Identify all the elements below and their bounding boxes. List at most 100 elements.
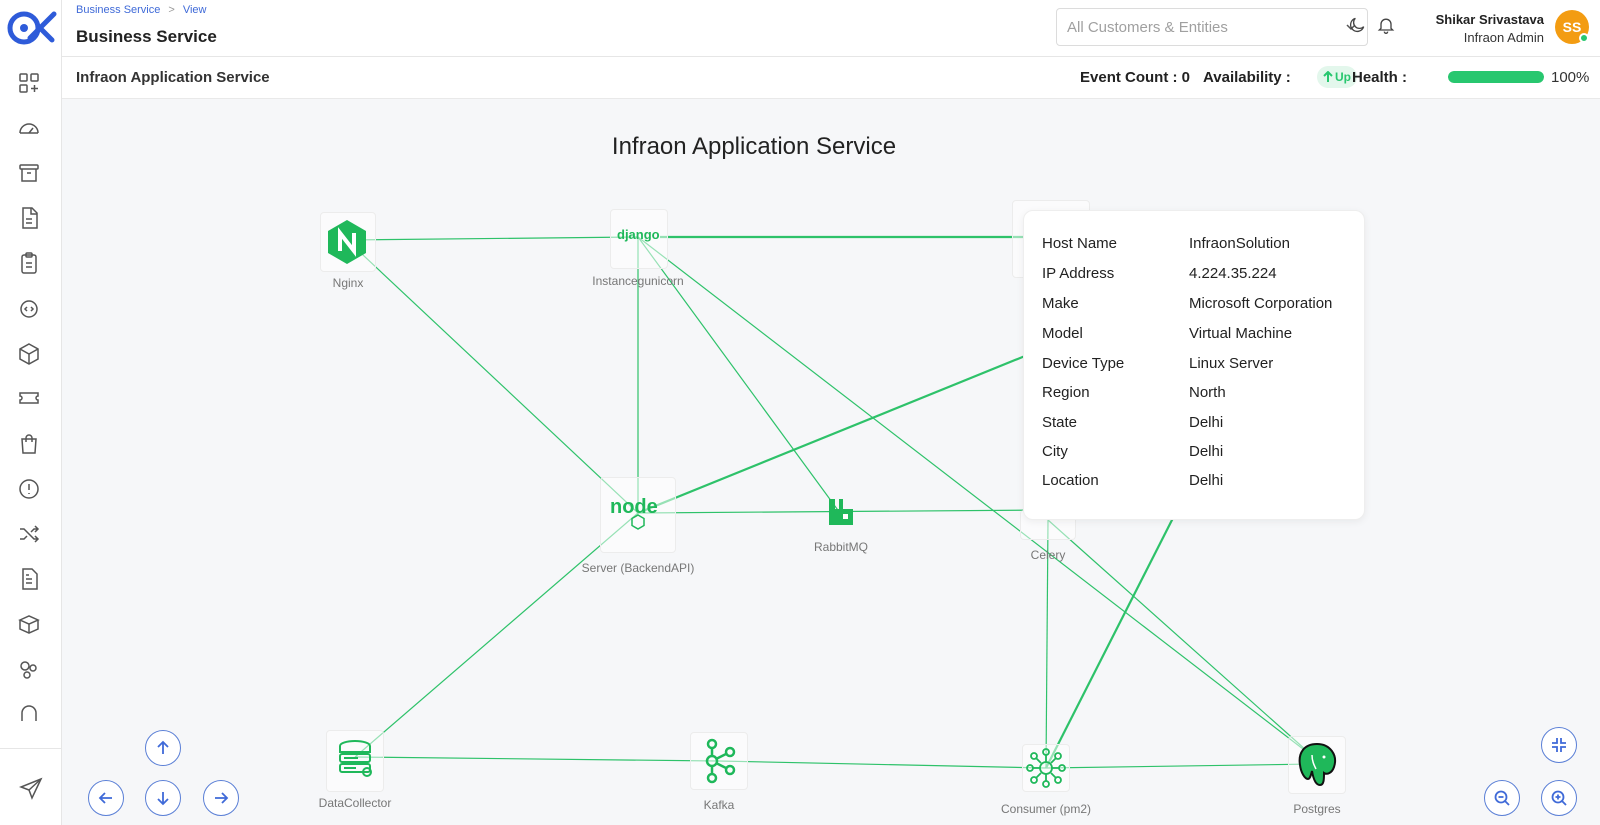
pan-up-button[interactable]	[145, 730, 181, 766]
availability-badge: Up	[1317, 66, 1357, 88]
ticket-icon[interactable]	[16, 385, 42, 411]
node-celery-label: Celery	[1030, 548, 1066, 562]
node-postgres-label: Postgres	[1293, 802, 1341, 816]
service-summary-bar: Infraon Application Service Event Count …	[62, 57, 1600, 99]
breadcrumb-current[interactable]: View	[182, 4, 207, 16]
shopping-bag-icon[interactable]	[16, 431, 42, 457]
tooltip-value-city: Delhi	[1189, 443, 1224, 460]
node-kafka-box	[690, 732, 748, 790]
cube-icon[interactable]	[16, 341, 42, 367]
clipboard-icon[interactable]	[16, 250, 42, 276]
host-details-tooltip: Host Name InfraonSolution IP Address 4.2…	[1023, 210, 1365, 520]
chevron-down-icon	[1346, 24, 1356, 31]
code-gear-icon[interactable]	[16, 296, 42, 322]
network-icon	[1026, 748, 1066, 788]
tooltip-label-device-type: Device Type	[1042, 355, 1125, 372]
integrations-icon[interactable]	[16, 657, 42, 683]
arrow-left-icon	[98, 792, 112, 804]
tooltip-value-location: Delhi	[1189, 472, 1224, 489]
pan-left-button[interactable]	[88, 780, 124, 816]
dark-mode-icon[interactable]	[1347, 15, 1369, 37]
infraon-logo[interactable]	[4, 8, 58, 48]
tooltip-label-location: Location	[1042, 472, 1099, 489]
arrow-up-icon	[1323, 71, 1333, 82]
topology-title: Infraon Application Service	[611, 133, 897, 160]
breadcrumb-separator-icon: >	[168, 4, 175, 16]
tooltip-value-make: Microsoft Corporation	[1189, 295, 1333, 312]
node-django-box	[610, 209, 668, 269]
tooltip-label-ip-address: IP Address	[1042, 265, 1115, 282]
node-consumer-label: Consumer (pm2)	[1000, 802, 1092, 816]
shuffle-icon[interactable]	[16, 521, 42, 547]
alert-icon[interactable]	[16, 476, 42, 502]
service-name: Infraon Application Service	[76, 69, 270, 86]
arch-icon[interactable]	[16, 700, 42, 726]
collapse-icon	[1552, 738, 1566, 752]
tooltip-label-city: City	[1042, 443, 1068, 460]
django-icon: django	[617, 227, 660, 242]
health-label: Health :	[1352, 69, 1408, 86]
zoom-in-button[interactable]	[1541, 780, 1577, 816]
pan-right-button[interactable]	[203, 780, 239, 816]
node-django-label: Instancegunicorn	[592, 274, 684, 288]
node-rabbitmq-label: RabbitMQ	[813, 540, 869, 554]
box-icon[interactable]	[16, 611, 42, 637]
pan-down-button[interactable]	[145, 780, 181, 816]
tooltip-label-region: Region	[1042, 384, 1090, 401]
svg-text:node: node	[610, 496, 658, 518]
tooltip-value-region: North	[1189, 384, 1226, 401]
user-name[interactable]: Shikar Srivastava	[1435, 12, 1544, 27]
top-header: Business Service > View Business Service…	[62, 0, 1600, 57]
nodejs-icon: node	[610, 496, 658, 530]
entity-select-placeholder: All Customers & Entities	[1067, 18, 1228, 36]
zoom-in-icon	[1551, 790, 1567, 806]
rabbitmq-icon	[829, 499, 853, 525]
breadcrumb: Business Service > View	[76, 4, 206, 16]
availability-label: Availability :	[1203, 69, 1291, 86]
event-count: Event Count : 0	[1080, 69, 1191, 86]
node-server-label: Server (BackendAPI)	[581, 561, 695, 575]
health-bar	[1448, 71, 1544, 83]
tooltip-label-host-name: Host Name	[1042, 235, 1118, 252]
postgres-icon	[1298, 742, 1336, 787]
arrow-right-icon	[215, 792, 229, 804]
tooltip-label-model: Model	[1042, 325, 1083, 342]
report-icon[interactable]	[16, 566, 42, 592]
tooltip-value-state: Delhi	[1189, 414, 1224, 431]
gauge-icon[interactable]	[16, 115, 42, 141]
document-icon[interactable]	[16, 205, 42, 231]
node-kafka-label: Kafka	[703, 798, 735, 812]
tooltip-label-make: Make	[1042, 295, 1079, 312]
bell-icon[interactable]	[1376, 15, 1398, 37]
topology-canvas[interactable]: Infraon Application Service	[62, 99, 1600, 825]
server-icon	[339, 740, 372, 777]
availability-status: Up	[1335, 70, 1351, 84]
arrow-up-icon	[157, 740, 169, 754]
online-status-dot	[1579, 33, 1589, 43]
archive-icon[interactable]	[16, 160, 42, 186]
sidebar-divider	[0, 748, 62, 749]
node-nginx-label: Nginx	[332, 276, 364, 290]
page-title: Business Service	[76, 27, 217, 46]
sidebar	[0, 0, 62, 825]
entity-select[interactable]: All Customers & Entities	[1056, 8, 1368, 46]
tooltip-value-ip-address: 4.224.35.224	[1189, 265, 1277, 282]
health-bar-fill	[1448, 71, 1544, 83]
kafka-icon	[705, 738, 736, 784]
nginx-icon	[328, 220, 366, 264]
user-role: Infraon Admin	[1463, 30, 1544, 45]
zoom-out-icon	[1494, 790, 1510, 806]
health-value: 100%	[1551, 69, 1590, 86]
node-datacollector-label: DataCollector	[318, 796, 392, 810]
fit-view-button[interactable]	[1541, 727, 1577, 763]
tooltip-value-model: Virtual Machine	[1189, 325, 1293, 342]
send-icon[interactable]	[18, 776, 44, 802]
zoom-out-button[interactable]	[1484, 780, 1520, 816]
arrow-down-icon	[157, 792, 169, 806]
tooltip-value-device-type: Linux Server	[1189, 355, 1274, 372]
dashboard-add-icon[interactable]	[16, 70, 42, 96]
tooltip-value-host-name: InfraonSolution	[1189, 235, 1290, 252]
node-consumer-box	[1022, 744, 1070, 792]
breadcrumb-link-business-service[interactable]: Business Service	[76, 4, 161, 16]
tooltip-label-state: State	[1042, 414, 1078, 431]
